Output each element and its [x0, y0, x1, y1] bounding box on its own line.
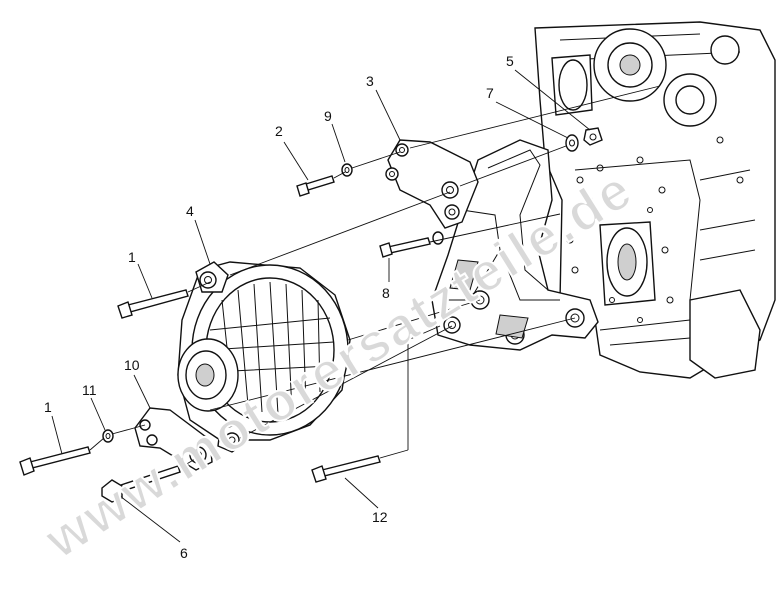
upper-bracket-plate [385, 139, 479, 229]
callout-12: 12 [372, 509, 388, 525]
washer-7 [565, 134, 579, 152]
callout-1-lower: 1 [44, 399, 52, 415]
callout-10: 10 [124, 357, 140, 373]
washer-11 [102, 429, 114, 443]
callout-6: 6 [180, 545, 188, 561]
callout-leaders [51, 69, 591, 543]
nut-5 [583, 127, 603, 146]
washer-9 [341, 163, 353, 177]
callout-5: 5 [506, 53, 514, 69]
callout-labels: 1 1 2 9 3 4 5 7 11 10 8 6 12 [44, 53, 514, 561]
bolt-1-upper [117, 289, 189, 319]
alternator [177, 261, 351, 453]
callout-11: 11 [82, 382, 97, 398]
callout-9: 9 [324, 108, 332, 124]
callout-2: 2 [275, 123, 283, 139]
bolt-1-lower [19, 446, 91, 476]
callout-7: 7 [486, 85, 494, 101]
engine-block [534, 21, 776, 379]
callout-8: 8 [382, 285, 390, 301]
callout-3: 3 [366, 73, 374, 89]
callout-4: 4 [186, 203, 194, 219]
bolt-12 [311, 455, 381, 483]
bolt-2 [296, 175, 335, 197]
bolt-6 [101, 465, 181, 503]
assembly-lines [89, 85, 661, 469]
callout-1-upper: 1 [128, 249, 136, 265]
bolt-8 [379, 231, 444, 258]
